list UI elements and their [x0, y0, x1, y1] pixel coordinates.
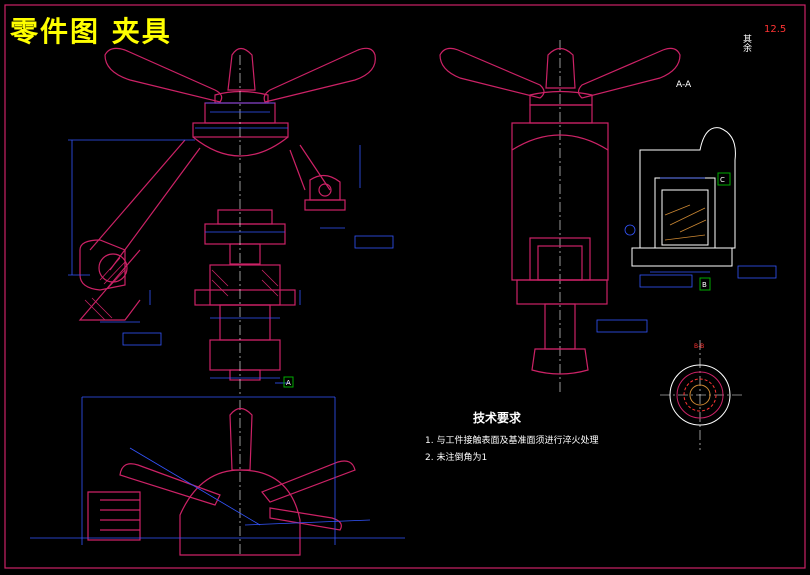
dimensions-front — [68, 102, 394, 384]
section-a-a — [631, 127, 736, 267]
section-dims — [596, 177, 777, 333]
datum-c-box — [717, 172, 731, 186]
detail-circle — [669, 364, 731, 426]
front-view — [78, 47, 376, 381]
datum-letter: A — [286, 379, 291, 387]
section-hatch — [664, 204, 707, 241]
technical-notes: 技术要求 1. 与工件接触表面及基准面须进行淬火处理 2. 未注倒角为1 — [425, 410, 598, 467]
datum-letter: C — [720, 176, 725, 184]
datum-a-box — [283, 376, 294, 388]
top-view-dims — [30, 396, 405, 545]
notes-heading: 技术要求 — [473, 411, 522, 425]
side-view — [439, 47, 681, 375]
note-item-1: 1. 与工件接触表面及基准面须进行淬火处理 — [425, 436, 599, 446]
hatch-hook — [84, 257, 126, 321]
roughness-label: 其余 — [741, 34, 751, 52]
datum-letter: B — [702, 281, 707, 289]
roughness-value: 12.5 — [764, 24, 787, 35]
hatch-sleeve — [211, 269, 279, 297]
drawing-title: 零件图 夹具 — [10, 15, 172, 48]
datum-b-box — [699, 277, 711, 291]
centerlines — [239, 40, 745, 555]
detail-label: B-B — [694, 343, 705, 350]
section-label: A-A — [676, 80, 692, 90]
note-item-2: 2. 未注倒角为1 — [425, 453, 488, 463]
drawing-border — [4, 4, 806, 569]
top-view — [87, 407, 356, 556]
